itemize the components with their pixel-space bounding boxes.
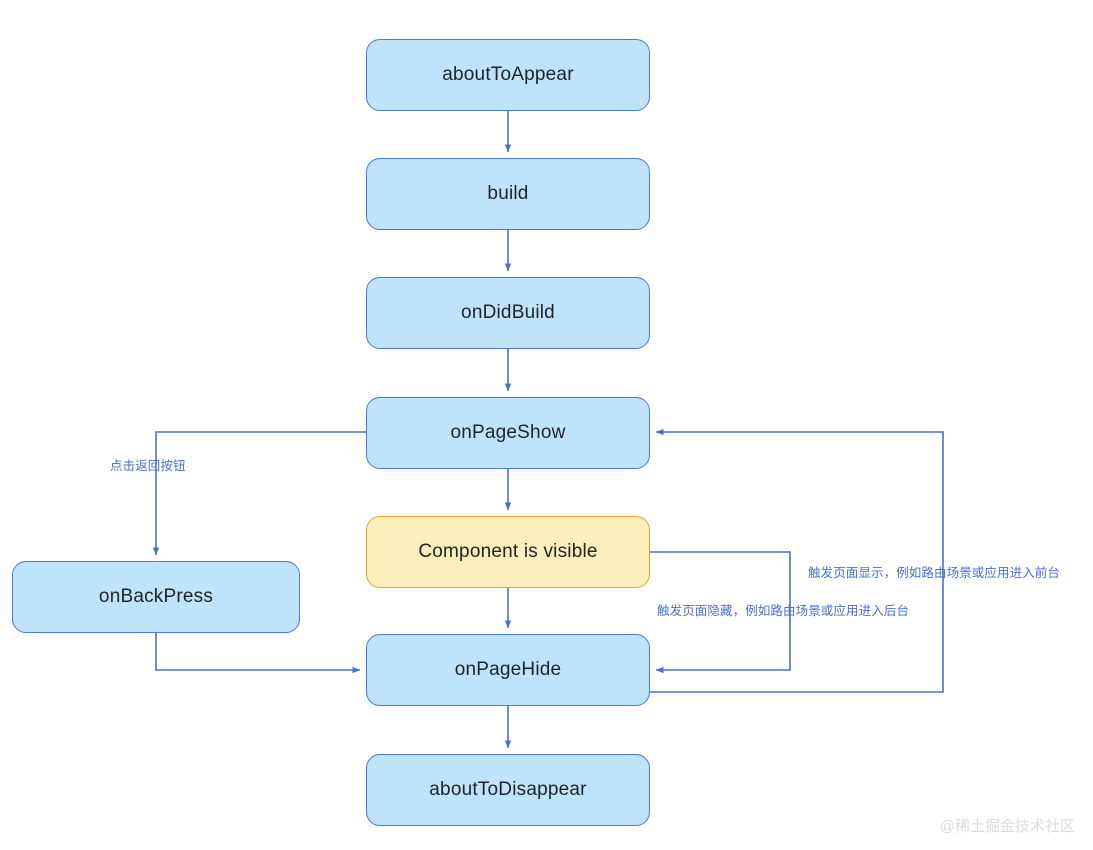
node-label: Component is visible — [418, 541, 598, 562]
watermark: @稀土掘金技术社区 — [939, 818, 1075, 835]
node-about-to-appear[interactable]: aboutToAppear — [366, 39, 650, 111]
node-label: onDidBuild — [461, 302, 555, 323]
node-build[interactable]: build — [366, 158, 650, 230]
node-on-page-show[interactable]: onPageShow — [366, 397, 650, 469]
node-label: onBackPress — [98, 586, 214, 607]
edge-onPageShow-to-onBackPress — [152, 431, 366, 556]
node-component-is-visible[interactable]: Component is visible — [366, 516, 650, 588]
node-label: onPageShow — [450, 422, 566, 443]
edge-onBackPress-to-onPageHide — [155, 633, 361, 674]
edge-label-back-button: 点击返回按钮 — [110, 459, 186, 473]
edge-label-page-hide: 触发页面隐藏，例如路由场景或应用进入后台 — [657, 604, 910, 618]
node-label: aboutToAppear — [442, 64, 574, 85]
edge-label-page-show: 触发页面显示，例如路由场景或应用进入前台 — [808, 566, 1061, 580]
node-label: aboutToDisappear — [429, 779, 587, 800]
node-on-page-hide[interactable]: onPageHide — [366, 634, 650, 706]
edge-componentVisible-to-onPageHide-outer — [650, 551, 791, 674]
node-label: build — [487, 183, 529, 204]
node-about-to-disappear[interactable]: aboutToDisappear — [366, 754, 650, 826]
edge-onPageHide-to-onPageShow — [650, 428, 944, 693]
node-label: onPageHide — [454, 659, 562, 680]
node-on-back-press[interactable]: onBackPress — [12, 561, 300, 633]
node-on-did-build[interactable]: onDidBuild — [366, 277, 650, 349]
